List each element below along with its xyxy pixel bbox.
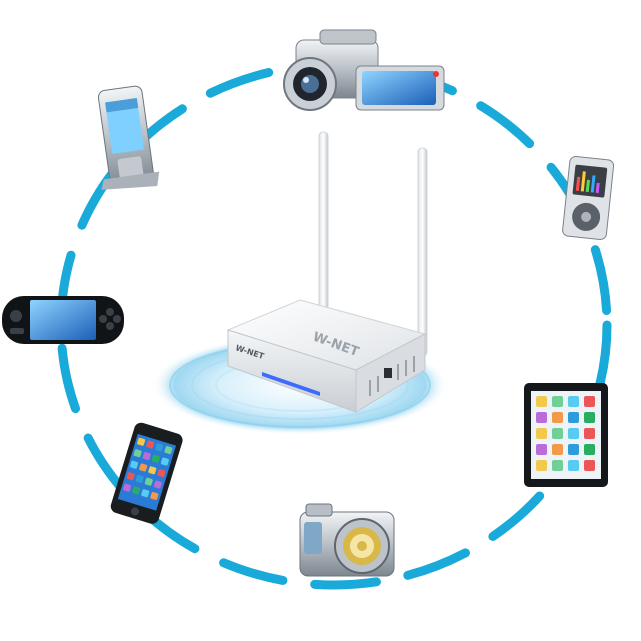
phone-app-icon (151, 454, 160, 463)
phone-app-icon (142, 452, 151, 461)
tablet-app-icon (552, 412, 563, 423)
phone-app-icon (153, 480, 162, 489)
phone-app-icon (164, 446, 173, 455)
phone-app-icon (150, 491, 159, 500)
tablet-app-icon (584, 460, 595, 471)
tablet-app-icon (584, 428, 595, 439)
phone-app-icon (146, 440, 155, 449)
tablet-app-icon (536, 412, 547, 423)
router-antenna-right (417, 147, 428, 357)
phone-app-icon (132, 486, 141, 495)
tablet-app-icon (536, 428, 547, 439)
handheld-game-console-icon (2, 296, 124, 344)
tablet-app-icon (584, 444, 595, 455)
phone-app-icon (137, 437, 146, 446)
digital-camera-icon (299, 503, 395, 577)
smartphone-icon (110, 422, 183, 524)
phone-app-icon (133, 449, 142, 458)
phone-app-icon (160, 457, 169, 466)
router-icon: W-NET W-NET (226, 131, 428, 413)
router-status-leds (262, 372, 320, 396)
tablet-app-icon (552, 460, 563, 471)
tablet-app-icon (536, 444, 547, 455)
phone-app-icon (126, 472, 135, 481)
tablet-icon (524, 383, 608, 487)
tablet-app-icon (568, 444, 579, 455)
tablet-app-icon (568, 460, 579, 471)
phone-app-icon (157, 469, 166, 478)
tablet-app-icon (552, 396, 563, 407)
tablet-app-icon (536, 396, 547, 407)
tablet-app-icon (584, 412, 595, 423)
mobile-phone-icon (97, 85, 160, 190)
phone-app-icon (141, 489, 150, 498)
tablet-app-icon (568, 412, 579, 423)
tablet-app-icon (584, 396, 595, 407)
phone-app-icon (135, 474, 144, 483)
camcorder-icon (283, 29, 445, 111)
phone-app-icon (155, 443, 164, 452)
phone-app-icon (123, 483, 132, 492)
tablet-app-icon (552, 428, 563, 439)
phone-app-icon (130, 460, 139, 469)
tablet-app-icon (568, 428, 579, 439)
tablet-app-icon (552, 444, 563, 455)
tablet-app-icon (536, 460, 547, 471)
phone-app-icon (148, 466, 157, 475)
tablet-app-icon (568, 396, 579, 407)
phone-app-icon (144, 477, 153, 486)
phone-app-icon (139, 463, 148, 472)
mp3-player-icon (562, 156, 615, 240)
